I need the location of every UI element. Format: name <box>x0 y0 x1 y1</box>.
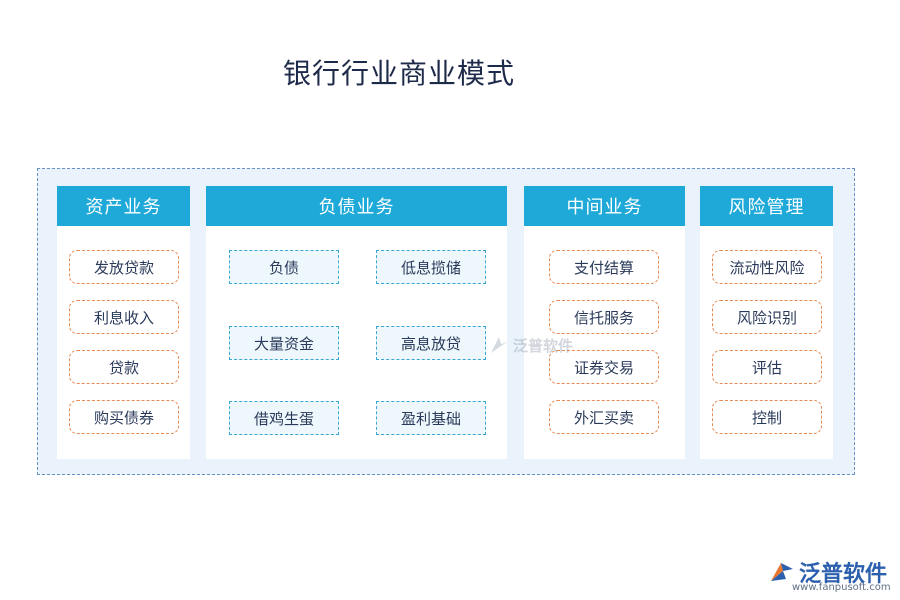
item-box: 借鸡生蛋 <box>229 401 339 435</box>
item-box: 盈利基础 <box>376 401 486 435</box>
column-asset-business: 资产业务 发放贷款 利息收入 贷款 购买债券 <box>57 186 190 459</box>
column-risk-management: 风险管理 流动性风险 风险识别 评估 控制 <box>700 186 833 459</box>
item-box: 购买债券 <box>69 400 179 434</box>
brand-logo: 泛普软件 <box>769 556 887 588</box>
item-box: 利息收入 <box>69 300 179 334</box>
column-heading: 风险管理 <box>700 186 833 226</box>
column-heading: 负债业务 <box>206 186 507 226</box>
brand-url: www.fanpusoft.com <box>792 582 891 593</box>
column-heading: 资产业务 <box>57 186 190 226</box>
item-box: 风险识别 <box>712 300 822 334</box>
item-box: 负债 <box>229 250 339 284</box>
item-box: 低息揽储 <box>376 250 486 284</box>
item-box: 流动性风险 <box>712 250 822 284</box>
fanpu-logo-icon <box>771 563 793 581</box>
item-box: 评估 <box>712 350 822 384</box>
watermark-text: 泛普软件 <box>513 336 574 355</box>
watermark: 泛普软件 <box>488 334 573 356</box>
item-box: 高息放贷 <box>376 326 486 360</box>
item-box: 发放贷款 <box>69 250 179 284</box>
item-box: 支付结算 <box>549 250 659 284</box>
item-box: 证券交易 <box>549 350 659 384</box>
item-box: 外汇买卖 <box>549 400 659 434</box>
column-heading: 中间业务 <box>524 186 685 226</box>
brand-name: 泛普软件 <box>799 562 888 587</box>
item-box: 大量资金 <box>229 326 339 360</box>
item-box: 控制 <box>712 400 822 434</box>
item-box: 贷款 <box>69 350 179 384</box>
fanpu-logo-icon <box>491 337 507 353</box>
page-title: 银行行业商业模式 <box>283 57 516 90</box>
item-box: 信托服务 <box>549 300 659 334</box>
column-intermediary-business: 中间业务 支付结算 信托服务 证券交易 外汇买卖 <box>524 186 685 459</box>
column-liability-business: 负债业务 负债 低息揽储 大量资金 高息放贷 借鸡生蛋 盈利基础 <box>206 186 507 459</box>
